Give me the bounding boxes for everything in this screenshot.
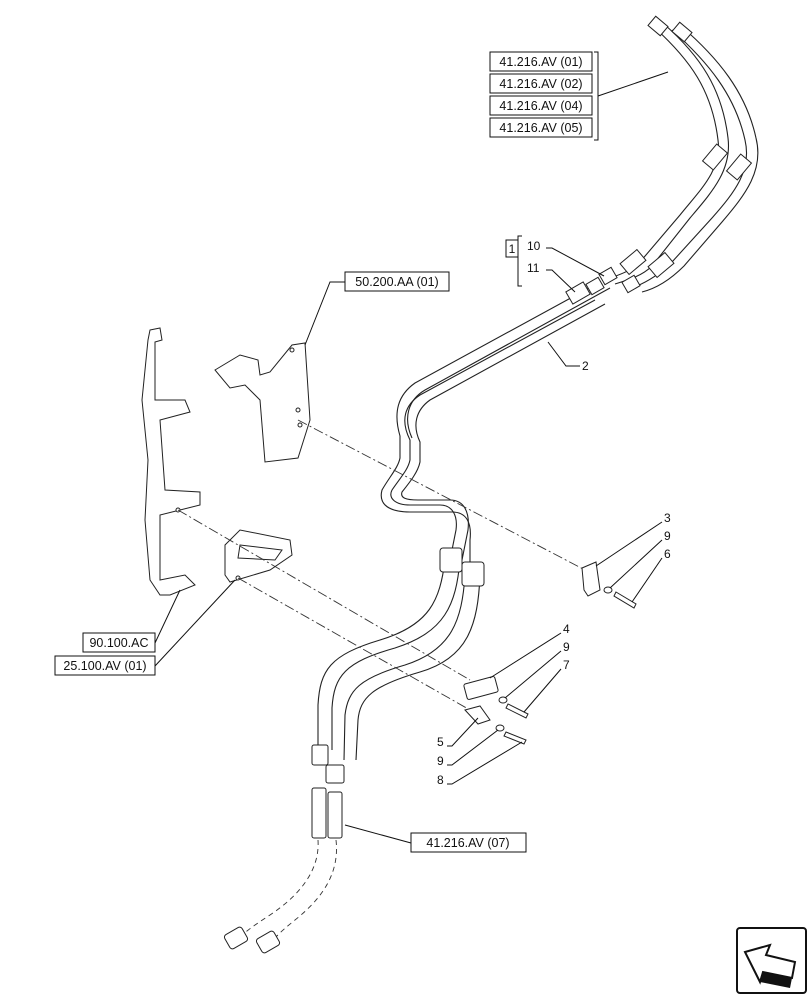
next-page-arrow-icon[interactable] bbox=[736, 927, 807, 994]
callout-4: 4 bbox=[563, 622, 570, 636]
left-bracket bbox=[141, 327, 201, 596]
alignment-line bbox=[237, 577, 471, 711]
callout-9-b: 9 bbox=[563, 640, 570, 654]
upper-hoses bbox=[598, 15, 759, 294]
callout-2: 2 bbox=[582, 359, 589, 373]
item-callouts: 1 10 11 2 3 9 6 4 9 7 5 9 8 bbox=[437, 235, 671, 787]
ref-90100ac[interactable]: 90.100.AC bbox=[89, 636, 148, 650]
ref-25100av-01[interactable]: 25.100.AV (01) bbox=[63, 659, 146, 673]
ref-41216av-05[interactable]: 41.216.AV (05) bbox=[499, 121, 582, 135]
ref-41216av-07[interactable]: 41.216.AV (07) bbox=[426, 836, 509, 850]
callout-7: 7 bbox=[563, 658, 570, 672]
ref-41216av-04[interactable]: 41.216.AV (04) bbox=[499, 99, 582, 113]
lower-bracket bbox=[224, 529, 293, 583]
reference-stack-upper: 41.216.AV (01) 41.216.AV (02) 41.216.AV … bbox=[489, 51, 669, 141]
small-parts bbox=[463, 561, 637, 745]
coupler-extension bbox=[223, 787, 343, 954]
callout-6: 6 bbox=[664, 547, 671, 561]
mounting-plate bbox=[214, 342, 311, 463]
callout-kit-1: 1 bbox=[509, 242, 516, 256]
callout-8: 8 bbox=[437, 773, 444, 787]
callout-10: 10 bbox=[527, 239, 541, 253]
ref-50200aa-01[interactable]: 50.200.AA (01) bbox=[355, 275, 438, 289]
callout-3: 3 bbox=[664, 511, 671, 525]
callout-5: 5 bbox=[437, 735, 444, 749]
lower-hoses bbox=[311, 547, 485, 784]
alignment-line bbox=[177, 509, 471, 681]
callout-11: 11 bbox=[527, 261, 540, 275]
rigid-tube-assembly bbox=[380, 276, 611, 570]
alignment-line bbox=[297, 419, 586, 571]
callout-9-a: 9 bbox=[664, 529, 671, 543]
ref-41216av-02[interactable]: 41.216.AV (02) bbox=[499, 77, 582, 91]
ref-41216av-01[interactable]: 41.216.AV (01) bbox=[499, 55, 582, 69]
callout-9-c: 9 bbox=[437, 754, 444, 768]
